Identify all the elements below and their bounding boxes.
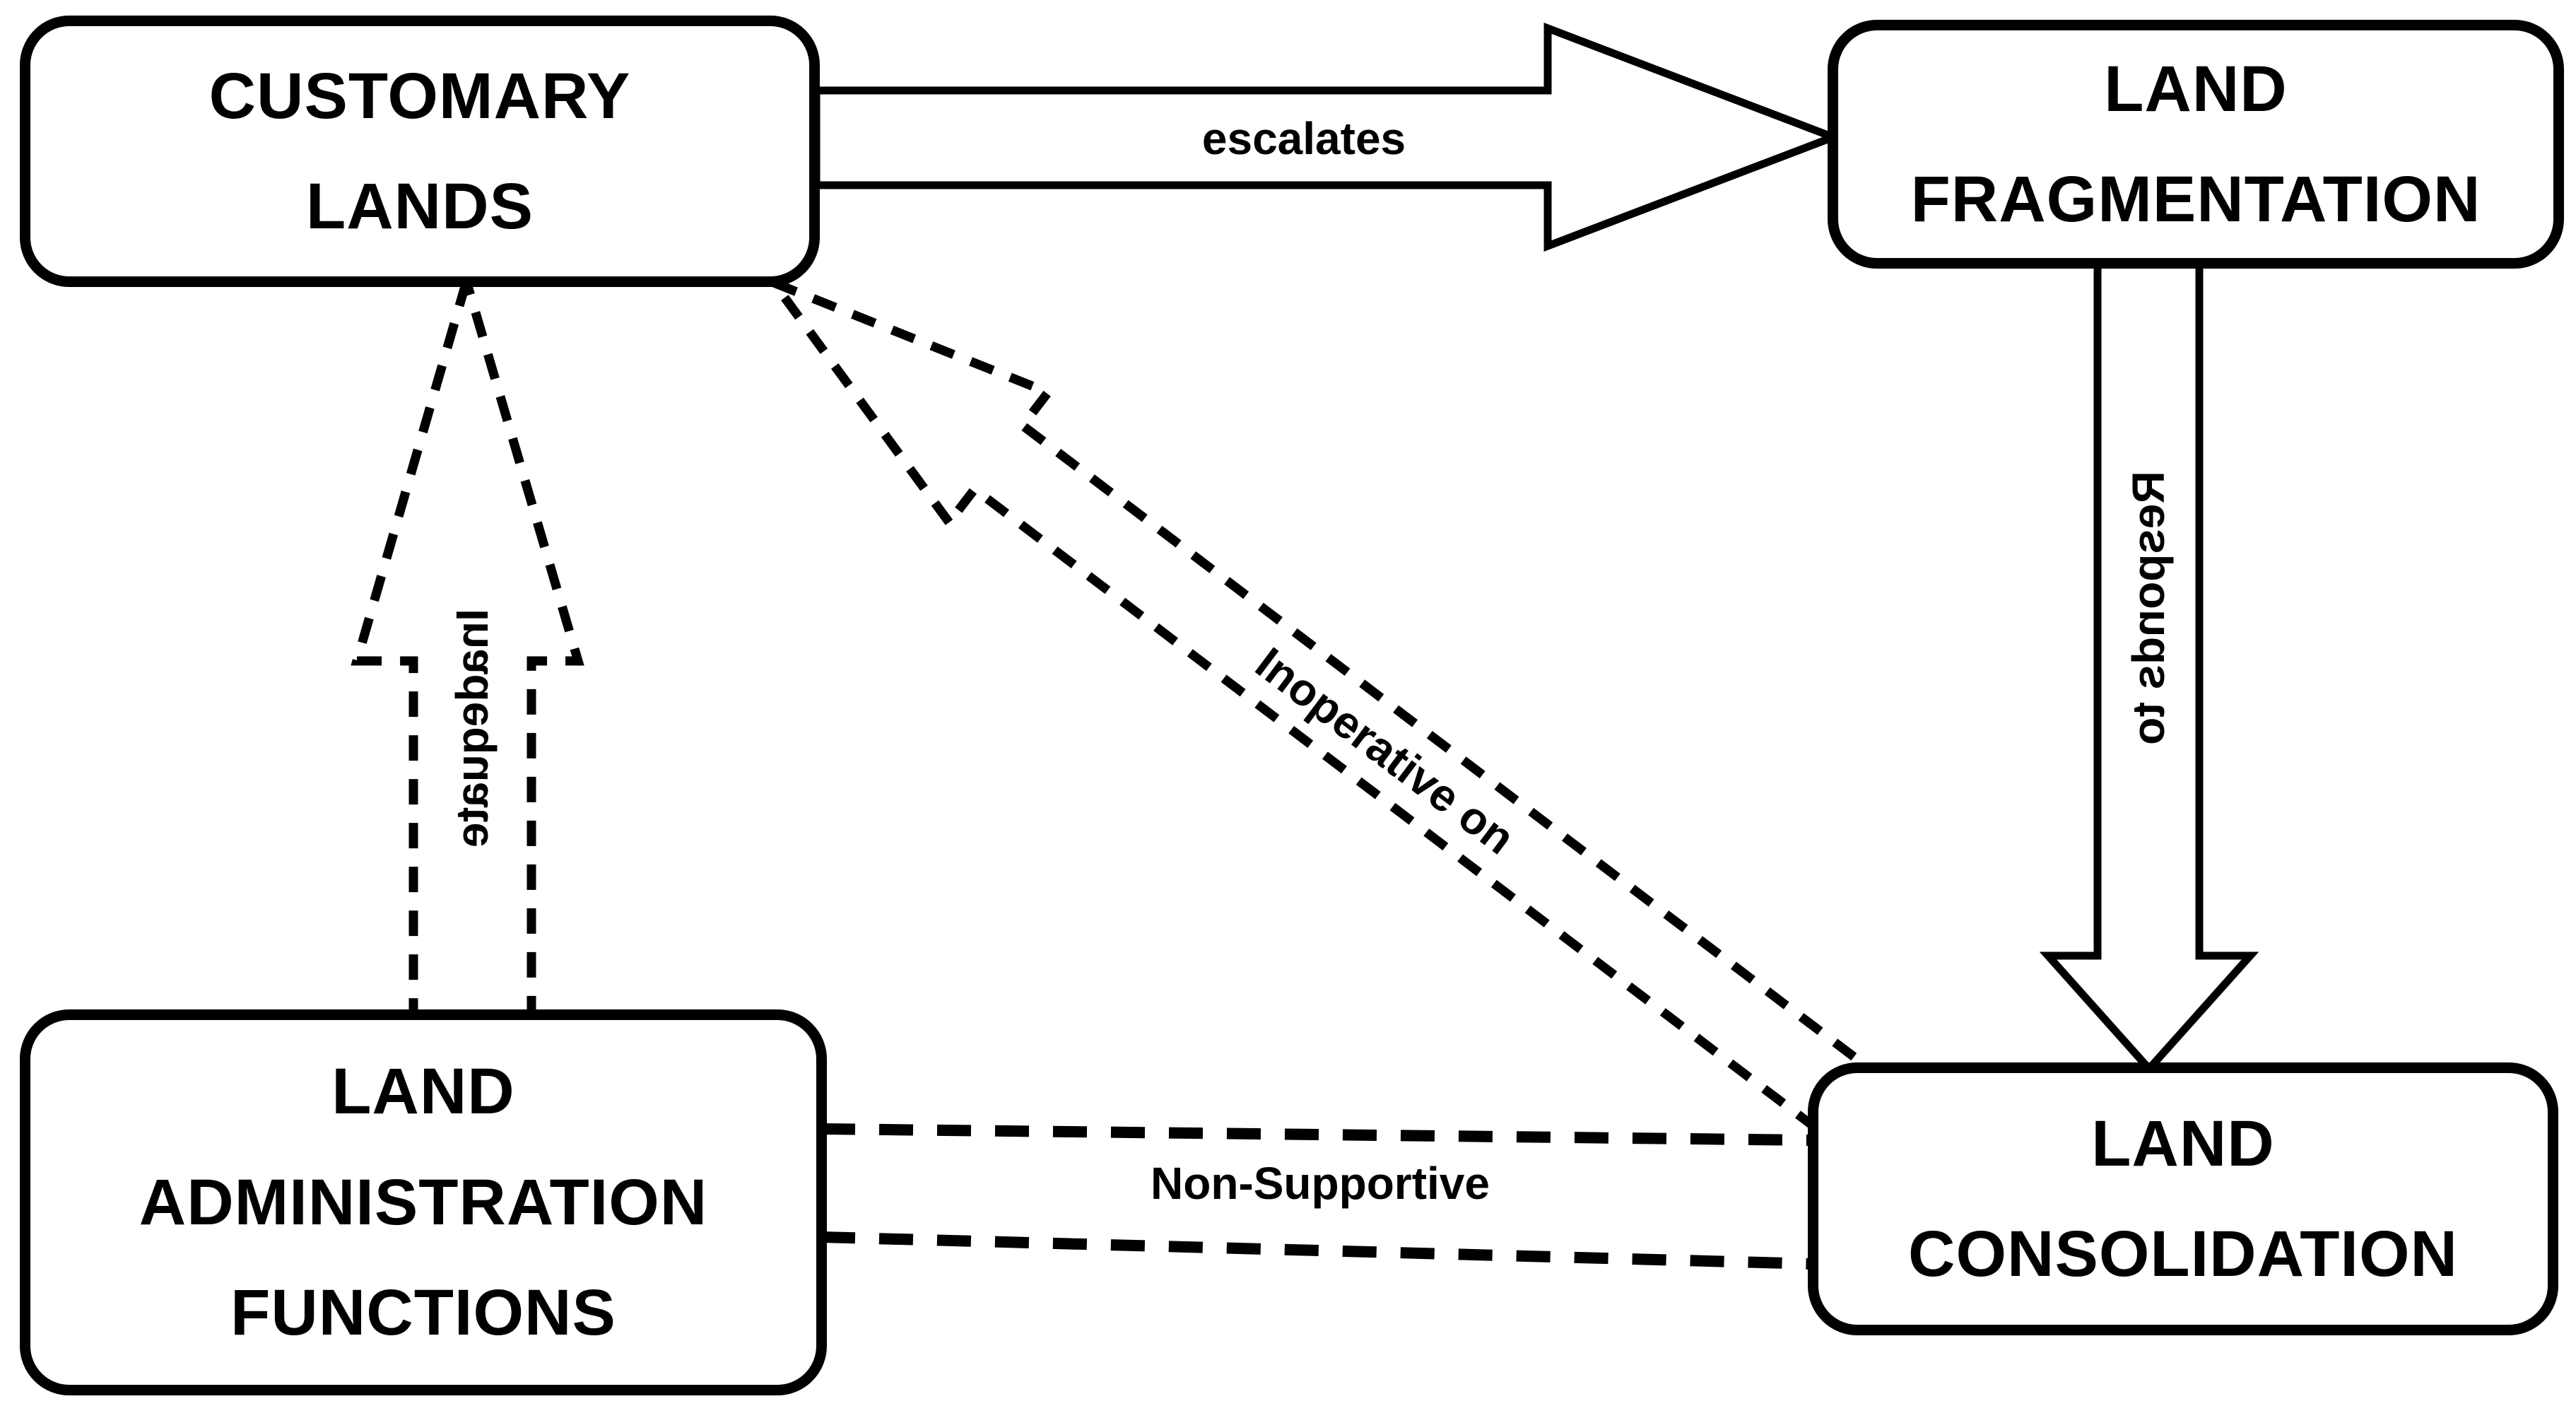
non-supportive-label: Non-Supportive	[1151, 1158, 1490, 1209]
node-label-line: CONSOLIDATION	[1908, 1218, 2458, 1290]
node-land-consolidation: LAND CONSOLIDATION	[1808, 1062, 2558, 1335]
responds-to-label: Responds to	[2123, 471, 2174, 745]
inoperative-on-arrow	[760, 272, 1868, 1133]
node-label-line: FUNCTIONS	[230, 1277, 616, 1349]
node-land-administration-functions: LAND ADMINISTRATION FUNCTIONS	[20, 1009, 827, 1395]
escalates-arrow	[812, 23, 1845, 252]
node-label-line: FRAGMENTATION	[1910, 163, 2481, 235]
non-supportive-line-bottom	[821, 1231, 1814, 1270]
node-customary-lands: CUSTOMARY LANDS	[20, 16, 820, 287]
node-label-line: LAND	[2104, 52, 2288, 125]
node-label-line: CUSTOMARY	[208, 59, 631, 132]
node-label-line: ADMINISTRATION	[139, 1166, 708, 1238]
inadequate-arrow	[351, 264, 584, 1021]
non-supportive-line-top	[821, 1123, 1814, 1146]
responds-to-arrow	[2039, 257, 2259, 1075]
escalates-label: escalates	[1201, 113, 1406, 164]
inadequate-label: Inadequate	[447, 609, 498, 848]
node-label-line: LAND	[331, 1055, 515, 1128]
node-label-line: LAND	[2091, 1107, 2275, 1180]
node-land-fragmentation: LAND FRAGMENTATION	[1828, 20, 2564, 269]
node-label-line: LANDS	[306, 170, 534, 242]
